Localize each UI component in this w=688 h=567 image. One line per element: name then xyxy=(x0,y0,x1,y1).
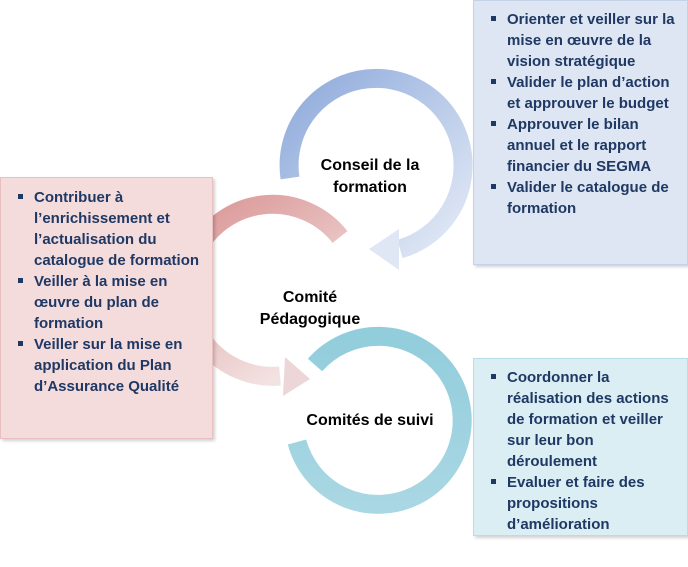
bullet-icon xyxy=(18,341,23,346)
bullet-icon xyxy=(18,194,23,199)
pedagogique-responsibilities-list: Contribuer à l’enrichissement et l’actua… xyxy=(14,187,208,397)
bullet-icon xyxy=(491,184,496,189)
suivi-responsibilities-panel: Coordonner la réalisation des actions de… xyxy=(473,358,688,536)
bullet-icon xyxy=(491,79,496,84)
list-item: Orienter et veiller sur la mise en œuvre… xyxy=(487,9,683,72)
bullet-icon xyxy=(491,374,496,379)
list-item: Veiller sur la mise en application du Pl… xyxy=(14,334,208,397)
pedagogique-responsibilities-panel: Contribuer à l’enrichissement et l’actua… xyxy=(0,177,213,439)
list-item: Contribuer à l’enrichissement et l’actua… xyxy=(14,187,208,271)
node-conseil-label: Conseil de la formation xyxy=(320,157,420,196)
list-item: Approuver le bilan annuel et le rapport … xyxy=(487,114,683,177)
list-item: Valider le catalogue de formation xyxy=(487,177,683,219)
node-suivi-label: Comités de suivi xyxy=(306,412,434,429)
list-item: Coordonner la réalisation des actions de… xyxy=(487,367,683,472)
list-item: Veiller à la mise en œuvre du plan de fo… xyxy=(14,271,208,334)
bullet-icon xyxy=(18,278,23,283)
suivi-arc xyxy=(287,326,472,514)
bullet-icon xyxy=(491,479,496,484)
conseil-arc xyxy=(279,68,473,259)
bullet-icon xyxy=(491,16,496,21)
list-item: Evaluer et faire des propositions d’amél… xyxy=(487,472,683,535)
suivi-responsibilities-list: Coordonner la réalisation des actions de… xyxy=(487,367,683,535)
conseil-responsibilities-list: Orienter et veiller sur la mise en œuvre… xyxy=(487,9,683,219)
conseil-responsibilities-panel: Orienter et veiller sur la mise en œuvre… xyxy=(473,0,688,265)
pedagogique-arrowhead xyxy=(283,357,310,396)
bullet-icon xyxy=(491,121,496,126)
list-item: Valider le plan d’action et approuver le… xyxy=(487,72,683,114)
node-pedagogique-label: Comité Pédagogique xyxy=(259,289,361,328)
conseil-arrowhead xyxy=(369,229,399,270)
